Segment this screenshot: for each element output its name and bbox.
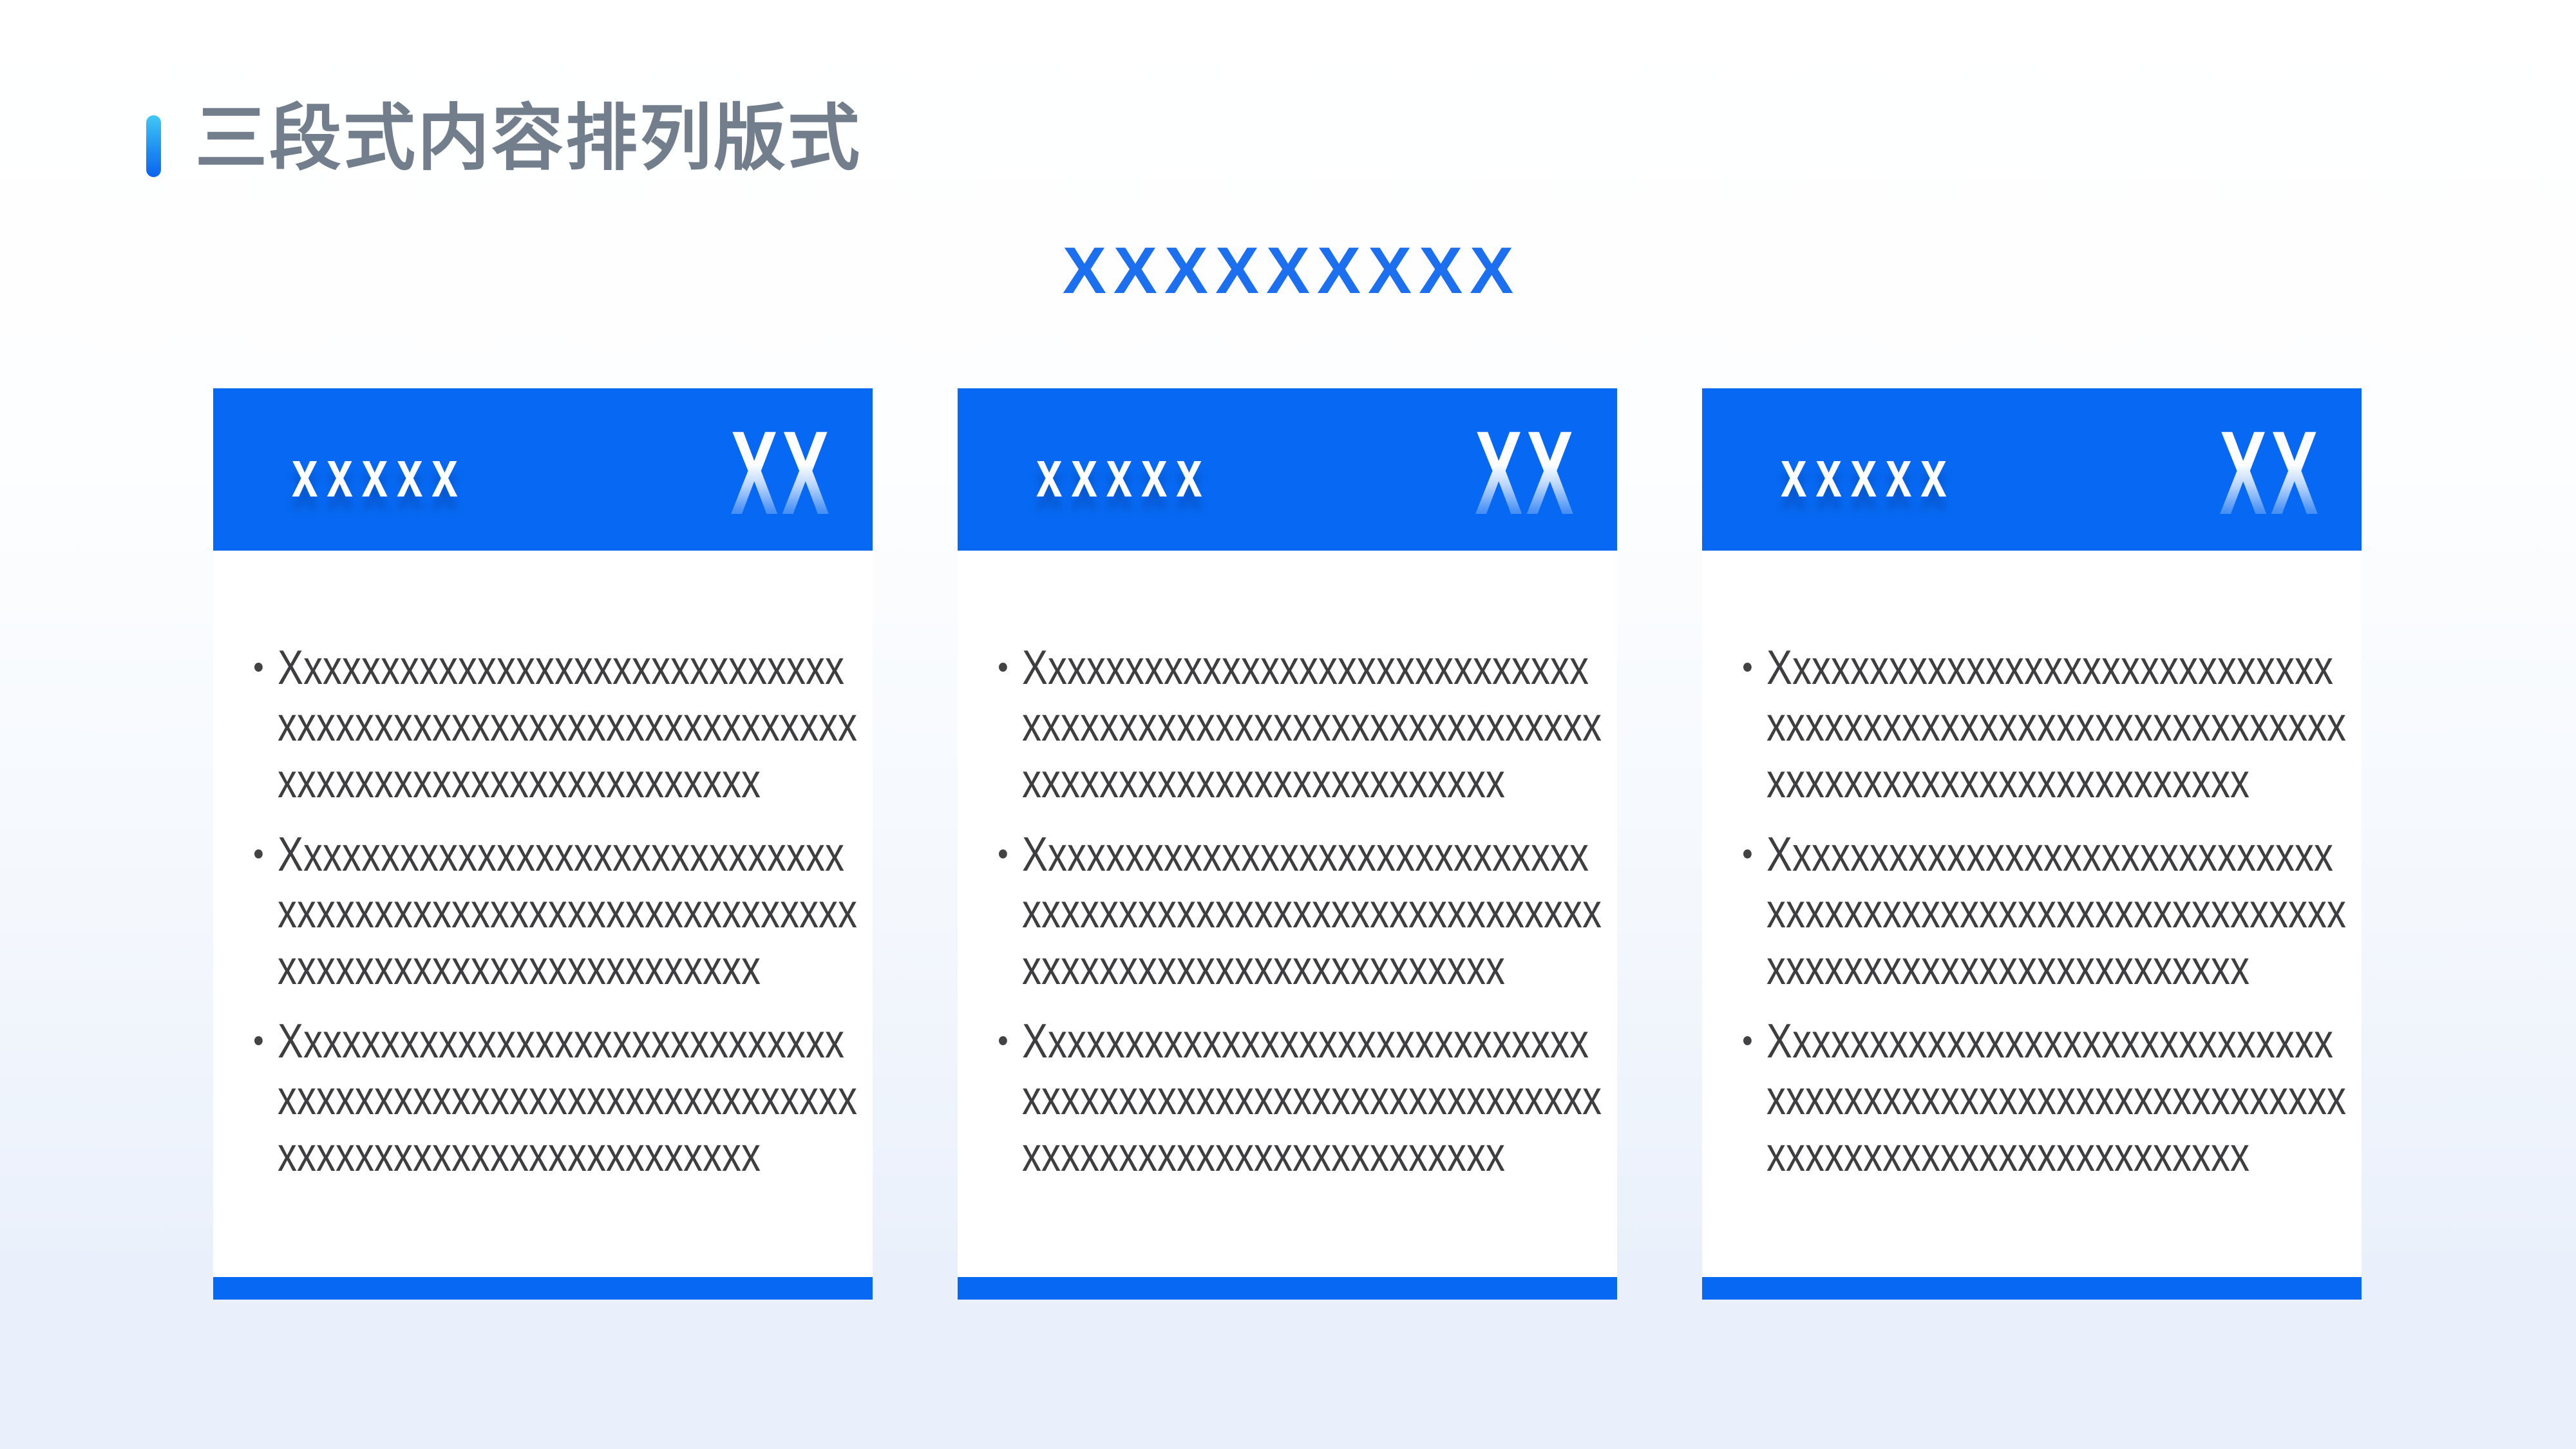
card-header: xxxxx XX (958, 388, 1617, 551)
section-heading: XXXXXXXXX (1062, 234, 1521, 307)
card-1: xxxxx XX Xxxxxxxxxxxxxxxxxxxxxxxxxxxxxxx… (213, 388, 873, 1300)
bullet-item: Xxxxxxxxxxxxxxxxxxxxxxxxxxxxxxxxxxxxxxxx… (996, 826, 1604, 996)
bullet-list: Xxxxxxxxxxxxxxxxxxxxxxxxxxxxxxxxxxxxxxxx… (1741, 639, 2349, 1182)
card-footer-bar (958, 1277, 1617, 1300)
card-label: xxxxx (1781, 437, 1956, 511)
card-header: xxxxx XX (1702, 388, 2362, 551)
page-title: 三段式内容排列版式 (195, 98, 862, 178)
card-corner-text: XX (1474, 407, 1577, 540)
bullet-item: Xxxxxxxxxxxxxxxxxxxxxxxxxxxxxxxxxxxxxxxx… (1741, 826, 2349, 996)
card-body: Xxxxxxxxxxxxxxxxxxxxxxxxxxxxxxxxxxxxxxxx… (213, 551, 873, 1277)
card-corner-text: XX (2219, 407, 2322, 540)
bullet-item: Xxxxxxxxxxxxxxxxxxxxxxxxxxxxxxxxxxxxxxxx… (1741, 639, 2349, 809)
bullet-item: Xxxxxxxxxxxxxxxxxxxxxxxxxxxxxxxxxxxxxxxx… (1741, 1012, 2349, 1182)
card-3: xxxxx XX Xxxxxxxxxxxxxxxxxxxxxxxxxxxxxxx… (1702, 388, 2362, 1300)
card-label: xxxxx (292, 437, 467, 511)
bullet-list: Xxxxxxxxxxxxxxxxxxxxxxxxxxxxxxxxxxxxxxxx… (996, 639, 1604, 1182)
bullet-item: Xxxxxxxxxxxxxxxxxxxxxxxxxxxxxxxxxxxxxxxx… (252, 639, 860, 809)
bullet-item: Xxxxxxxxxxxxxxxxxxxxxxxxxxxxxxxxxxxxxxxx… (996, 1012, 1604, 1182)
card-body: Xxxxxxxxxxxxxxxxxxxxxxxxxxxxxxxxxxxxxxxx… (958, 551, 1617, 1277)
bullet-item: Xxxxxxxxxxxxxxxxxxxxxxxxxxxxxxxxxxxxxxxx… (252, 826, 860, 996)
bullet-item: Xxxxxxxxxxxxxxxxxxxxxxxxxxxxxxxxxxxxxxxx… (252, 1012, 860, 1182)
bullet-item: Xxxxxxxxxxxxxxxxxxxxxxxxxxxxxxxxxxxxxxxx… (996, 639, 1604, 809)
card-footer-bar (1702, 1277, 2362, 1300)
card-body: Xxxxxxxxxxxxxxxxxxxxxxxxxxxxxxxxxxxxxxxx… (1702, 551, 2362, 1277)
card-footer-bar (213, 1277, 873, 1300)
bullet-list: Xxxxxxxxxxxxxxxxxxxxxxxxxxxxxxxxxxxxxxxx… (252, 639, 860, 1182)
card-header: xxxxx XX (213, 388, 873, 551)
title-accent-bar (146, 115, 161, 177)
card-label: xxxxx (1036, 437, 1211, 511)
card-corner-text: XX (730, 407, 833, 540)
card-2: xxxxx XX Xxxxxxxxxxxxxxxxxxxxxxxxxxxxxxx… (958, 388, 1617, 1300)
